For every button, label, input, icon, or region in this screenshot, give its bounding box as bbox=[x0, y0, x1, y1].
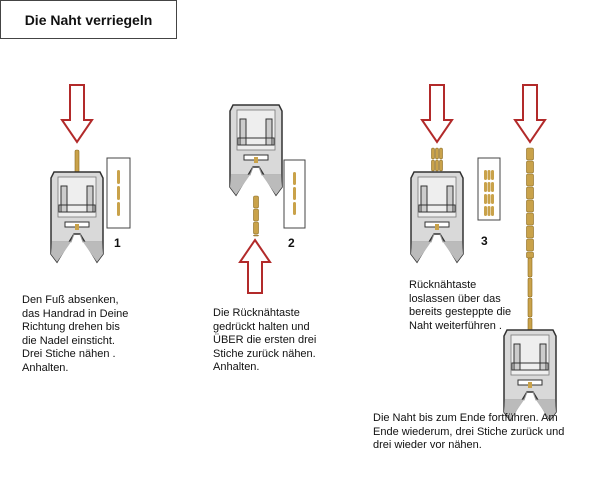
step-4-long-thread bbox=[527, 257, 533, 333]
step-2-thread bbox=[253, 195, 259, 237]
step-2-text: Die Rücknähtaste gedrückt halten und ÜBE… bbox=[213, 307, 317, 373]
step-2-presser-foot bbox=[229, 104, 283, 197]
step-3-text: Rücknähtaste loslassen über das bereits … bbox=[409, 279, 512, 332]
step-3-presser-foot bbox=[410, 171, 464, 264]
step-2-stitch-box bbox=[283, 159, 306, 229]
step-1-arrow-down-icon bbox=[60, 84, 94, 144]
step-1-presser-foot bbox=[50, 171, 104, 264]
step-3-stitch-box bbox=[477, 157, 501, 221]
step-2-arrow-up-icon bbox=[238, 238, 272, 294]
step-1-stitch-box bbox=[106, 157, 131, 229]
step-4-presser-foot bbox=[503, 329, 557, 422]
step-3-thread-c bbox=[439, 147, 443, 174]
step-2-number: 2 bbox=[288, 236, 295, 250]
step-1-number: 1 bbox=[114, 236, 121, 250]
step-3-arrow-down-icon bbox=[420, 84, 454, 144]
step-1-needle-thread bbox=[74, 149, 80, 174]
step-3-thread-a bbox=[431, 147, 435, 174]
step-1-text: Den Fuß absenken, das Handrad in Deine R… bbox=[22, 294, 129, 374]
step-3-thread-b bbox=[435, 147, 439, 174]
page-title: Die Naht verriegeln bbox=[0, 0, 177, 39]
step-4-arrow-down-icon bbox=[513, 84, 547, 144]
step-4-long-thread-triple bbox=[526, 147, 534, 259]
step-3-number: 3 bbox=[481, 234, 488, 248]
step-4-text: Die Naht bis zum Ende fortführen. Am End… bbox=[373, 412, 565, 451]
